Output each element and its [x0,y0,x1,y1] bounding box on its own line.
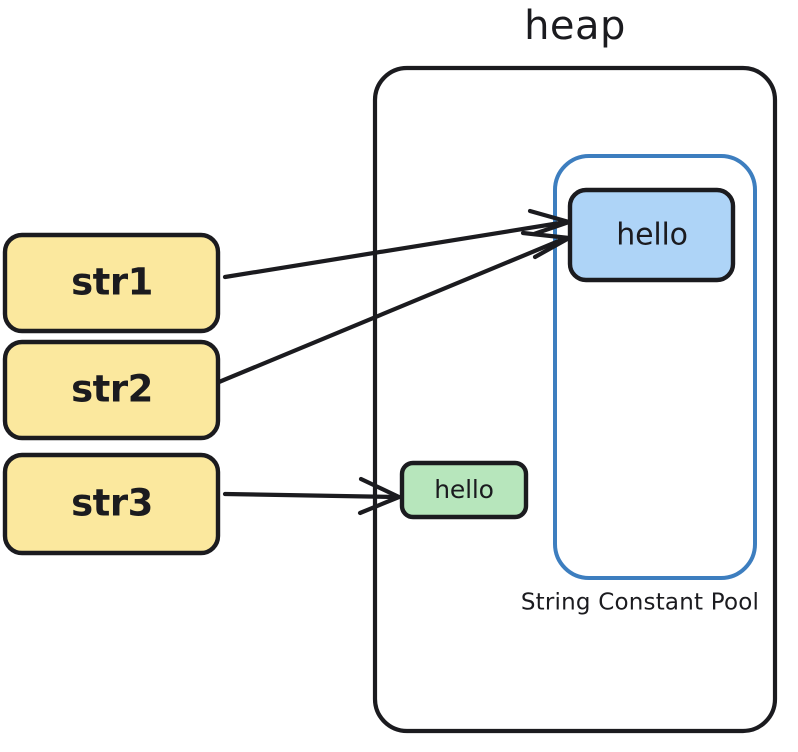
heap-hello-label: hello [616,218,688,253]
variable-box-str2[interactable] [2,339,221,441]
variable-node-str3[interactable]: str3 [2,452,221,556]
arrowhead-str2 [520,230,572,260]
string-constant-pool-caption: String Constant Pool [521,590,759,616]
interned-hello-box[interactable] [399,460,529,520]
heap-hello-box[interactable] [567,187,736,283]
edge-str1-to-heap-hello [222,208,572,280]
variable-label-str3: str3 [71,482,153,525]
arrowhead-str3 [357,476,402,516]
heap-container [372,65,778,734]
heap-hello-node[interactable]: hello [567,187,736,283]
variable-node-str2[interactable]: str2 [2,339,221,441]
arrowhead-str1 [527,208,572,237]
variable-box-str1[interactable] [2,232,221,334]
variable-label-str1: str1 [71,261,153,304]
interned-hello-label: hello [434,475,493,504]
variable-label-str2: str2 [71,368,153,411]
variable-node-str1[interactable]: str1 [2,232,221,334]
heap-title: heap [524,3,626,49]
edge-str2-to-heap-hello [216,230,572,385]
interned-hello-node[interactable]: hello [399,460,529,520]
string-constant-pool-container [553,154,757,580]
edge-str3-to-interned-hello [222,476,402,516]
variable-box-str3[interactable] [2,452,221,556]
